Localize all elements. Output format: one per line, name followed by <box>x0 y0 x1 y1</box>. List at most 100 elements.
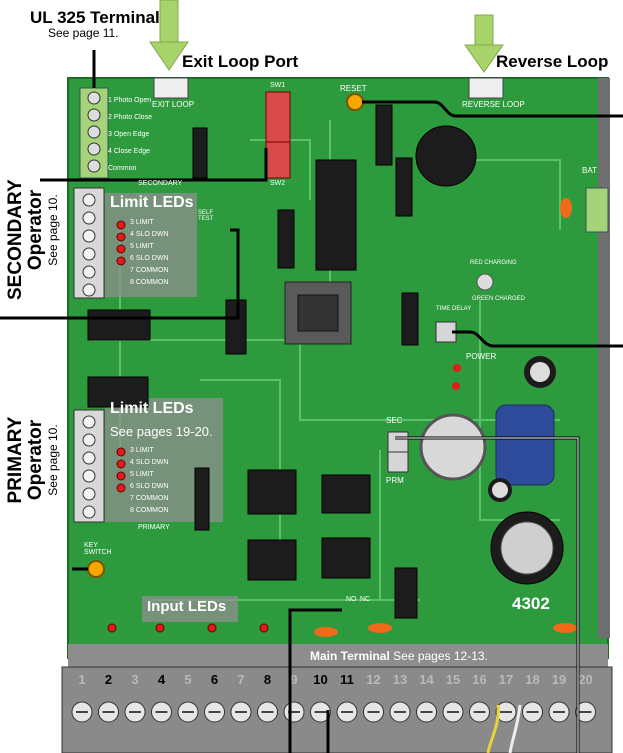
terminal-number: 20 <box>578 672 592 687</box>
primary-see-page: See page 10. <box>46 424 60 496</box>
ic-chips <box>87 104 419 619</box>
terminal-number: 1 <box>78 672 85 687</box>
terminal-number: 15 <box>446 672 460 687</box>
capacitor-small-top <box>492 482 508 498</box>
terminal-number: 12 <box>366 672 380 687</box>
main-terminal-pages: See pages 12-13. <box>393 649 488 663</box>
prm-pot[interactable] <box>387 451 409 473</box>
reverse-loop-label: Reverse Loop <box>496 52 609 71</box>
primary-operator-line1: PRIMARY <box>5 416 26 504</box>
terminal-label: 8 COMMON <box>130 507 169 514</box>
sw2-dip-switch[interactable] <box>265 141 291 179</box>
board-label-sec: SEC <box>386 416 403 425</box>
terminal-label: 5 LIMIT <box>130 471 154 478</box>
secondary-screws <box>82 193 96 297</box>
limit-led-dots <box>116 220 126 493</box>
board-label-red-charging: RED CHARGING <box>470 260 517 266</box>
reverse-loop-arrow-head <box>464 44 504 73</box>
sec-pot[interactable] <box>387 431 409 453</box>
primary-terminal-block <box>73 409 105 523</box>
terminal-number: 11 <box>340 672 354 687</box>
white-wire <box>508 704 522 753</box>
terminal-number: 4 <box>158 672 166 687</box>
large-capacitor-black-top <box>500 521 554 575</box>
terminal-number: 8 <box>264 672 271 687</box>
terminal-number: 10 <box>313 672 327 687</box>
microcontroller-core <box>297 294 339 332</box>
reset-button[interactable] <box>346 93 364 111</box>
terminal-label: 6 SLO DWN <box>130 483 169 490</box>
terminal-number: 5 <box>184 672 191 687</box>
terminal-label: 3 LIMIT <box>130 219 154 226</box>
yellow-wire <box>486 704 500 753</box>
primary-limit-leds-title: Limit LEDs <box>110 400 194 417</box>
terminal-label: 1 Photo Open <box>108 97 152 104</box>
terminal-label: 7 COMMON <box>130 495 169 502</box>
exit-loop-arrow-shaft <box>159 0 179 43</box>
board-label-self-test: SELF TEST <box>198 210 214 222</box>
sw1-dip-switch[interactable] <box>265 91 291 145</box>
board-label-no: NO <box>346 596 357 603</box>
ul325-screws <box>87 91 101 173</box>
main-terminal-header <box>68 644 608 668</box>
terminal-label: 5 LIMIT <box>130 243 154 250</box>
main-terminal-screws <box>71 701 596 723</box>
terminal-number: 18 <box>525 672 539 687</box>
main-terminal-title: Main Terminal See pages 12-13. <box>310 649 488 663</box>
secondary-terminal-list: 3 LIMIT 4 SLO DWN 5 LIMIT 6 SLO DWN 7 COMMON… <box>130 217 169 289</box>
orange-capacitors <box>314 198 577 637</box>
terminal-label: 7 COMMON <box>130 267 169 274</box>
terminal-number: 7 <box>237 672 244 687</box>
board-label-power: POWER <box>466 352 497 361</box>
secondary-operator-line1: SECONDARY <box>5 179 26 300</box>
blue-capacitor <box>495 404 555 486</box>
secondary-limit-leds-title: Limit LEDs <box>110 194 194 211</box>
ul325-terminal-page: See page 11. <box>48 26 119 40</box>
exit-loop-port-label: Exit Loop Port <box>182 52 299 71</box>
terminal-number: 16 <box>472 672 486 687</box>
board-label-key-switch: KEY SWITCH <box>84 542 112 556</box>
terminal-label: 2 Photo Close <box>108 114 152 121</box>
terminal-label: 3 Open Edge <box>108 131 150 138</box>
large-capacitor-silver <box>419 413 487 481</box>
primary-operator-label: PRIMARY Operator See page 10. <box>5 400 60 520</box>
model-number: 4302 <box>512 594 550 613</box>
board-label-reverse-loop: REVERSE LOOP <box>462 100 525 109</box>
board-label-sw1: SW1 <box>270 82 286 89</box>
terminal-label: 4 SLO DWN <box>130 231 169 238</box>
primary-limit-leds-pages: See pages 19-20. <box>110 424 213 439</box>
terminal-label: 4 SLO DWN <box>130 459 169 466</box>
terminal-label: 4 Close Edge <box>108 148 151 155</box>
pcb-right-edge <box>598 78 610 638</box>
ul325-terminal-title: UL 325 Terminal <box>30 8 160 27</box>
terminal-number: 9 <box>290 672 297 687</box>
terminal-number: 14 <box>419 672 434 687</box>
exit-loop-port[interactable] <box>153 77 189 99</box>
board-label-sw2: SW2 <box>270 180 286 187</box>
secondary-operator-line2: Operator <box>25 189 46 271</box>
terminal-label: 8 COMMON <box>130 279 169 286</box>
buzzer <box>415 125 477 187</box>
terminal-label: 6 SLO DWN <box>130 255 169 262</box>
input-leds-title: Input LEDs <box>147 598 227 615</box>
terminal-label: Common <box>108 165 137 172</box>
exit-loop-arrow-head <box>149 41 189 71</box>
input-leds-panel <box>142 596 238 622</box>
key-switch-button[interactable] <box>87 560 105 578</box>
secondary-operator-label: SECONDARY Operator See page 10. <box>5 160 60 300</box>
terminal-number: 2 <box>105 672 112 687</box>
board-leds <box>452 273 494 390</box>
board-label-secondary: SECONDARY <box>138 180 183 187</box>
battery-connector <box>585 187 609 233</box>
reverse-loop-arrow-shaft <box>474 14 494 46</box>
terminal-number: 19 <box>552 672 566 687</box>
terminal-number: 3 <box>131 672 138 687</box>
callout-lines-white <box>395 437 579 753</box>
ul325-terminal-list: 1 Photo Open 2 Photo Close 3 Open Edge 4 Cl… <box>108 92 152 177</box>
terminal-number: 13 <box>393 672 407 687</box>
secondary-see-page: See page 10. <box>46 194 60 266</box>
reverse-loop-port[interactable] <box>468 77 504 99</box>
board-label-bat: BAT <box>582 166 597 175</box>
